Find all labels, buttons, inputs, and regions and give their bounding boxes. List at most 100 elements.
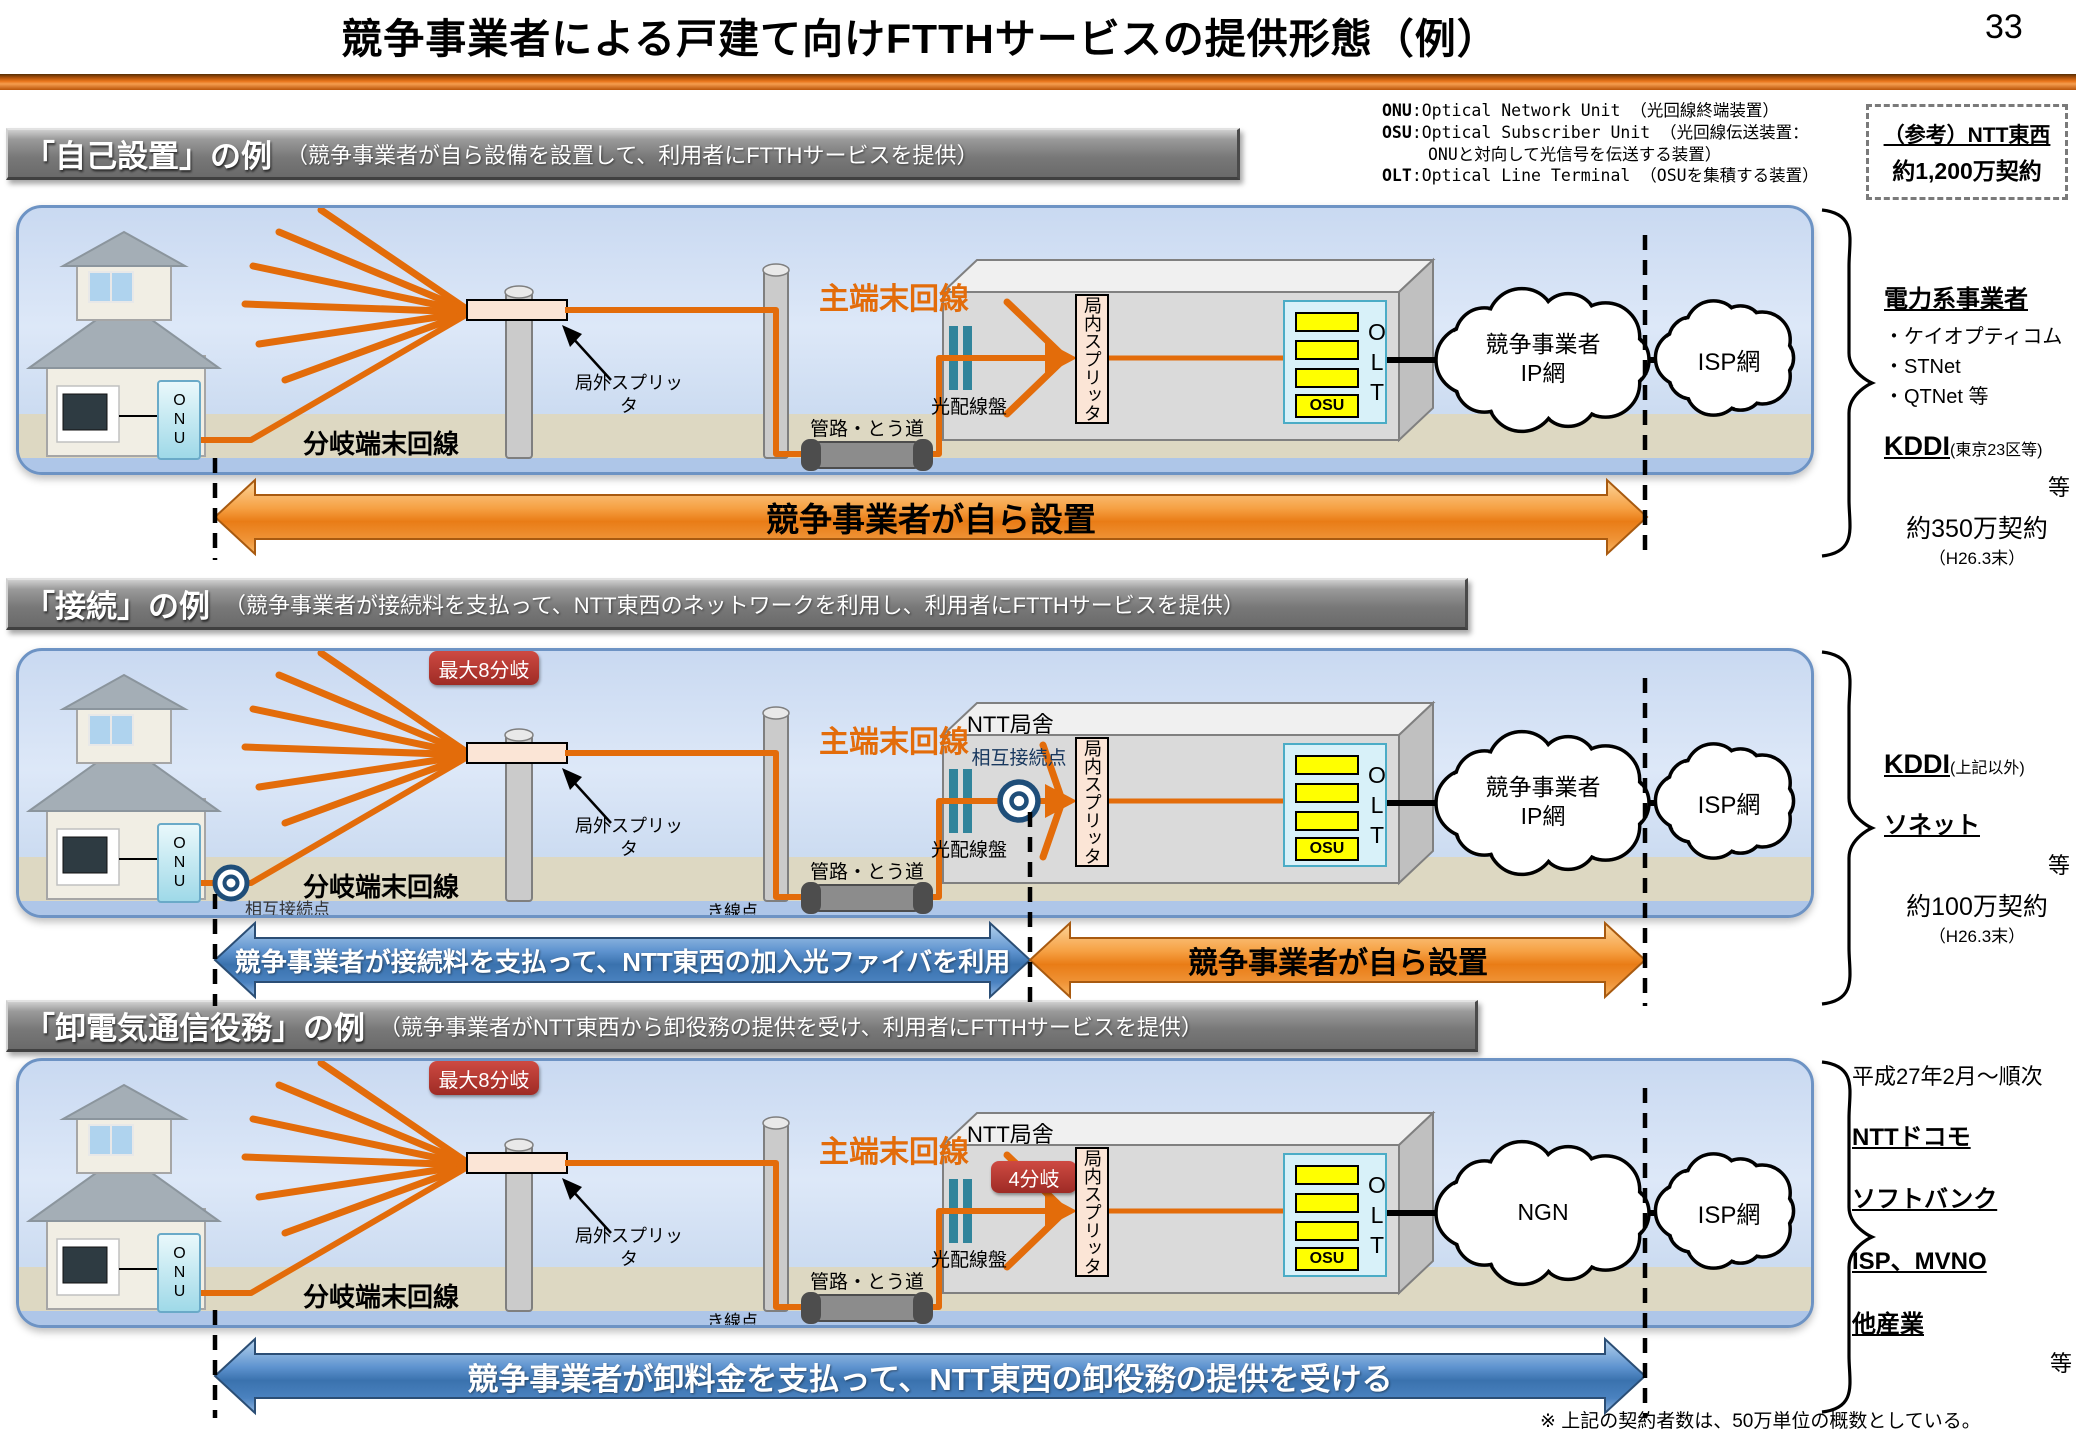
kddi-note: (上記以外) [1950,760,2025,777]
kddi-label: KDDI [1884,749,1950,779]
arrow-label-self-install: 競争事業者が自ら設置 [766,501,1096,538]
kddi-label: KDDI [1884,431,1950,462]
diagram-panel-interconnection: ONU 最大8分岐 分岐端末回線 局外スプリッタ 主端末回線 管路・とう道 光配… [16,648,1814,918]
onu-label: ONU [171,834,188,892]
onu-label: ONU [171,1244,188,1302]
osu-unit: OSU [1295,837,1359,861]
wholesale-item: NTTドコモ [1852,1123,1971,1151]
conduit-label: 管路・とう道 [809,419,924,440]
carrier-item: ・ケイオプティコム [1884,326,2063,349]
reference-title: （参考）NTT東西 [1883,123,2051,147]
etc-label: 等 [2047,474,2070,500]
contract-total: 約350万契約 [1906,514,2048,543]
section-title: 「卸電気通信役務」の例 [24,1011,365,1046]
feeder-point-label: き線点 [707,902,758,918]
olt-box: OSU OLT [1283,300,1390,424]
side-annotation-self-install: 電力系事業者 ・ケイオプティコム ・STNet ・QTNet 等 KDDI(東京… [1884,284,2070,571]
osu-slot [1295,312,1359,332]
outdoor-splitter-label: 局外スプリッタ [575,373,683,416]
indoor-splitter-label: 局内スプリッタ [1082,296,1102,422]
optical-distribution-frame-label: 光配線盤 [930,1250,1007,1271]
page-title: 競争事業者による戸建て向けFTTHサービスの提供形態（例） [341,16,1499,62]
max-8-split-badge: 最大8分岐 [429,651,539,685]
side-annotation-interconnection: KDDI(上記以外) ソネット 等 約100万契約 （H26.3末） [1884,746,2070,949]
section-subtitle: （競争事業者が接続料を支払って、NTT東西のネットワークを利用し、利用者にFTT… [224,592,1245,618]
osu-slot [1295,783,1359,803]
cloud1-line2: IP網 [1520,360,1566,386]
olt-box: OSU OLT [1283,1153,1390,1277]
ntt-building-label: NTT局舎 [967,1122,1054,1147]
osu-slot [1295,1165,1359,1185]
osu-slot [1295,340,1359,360]
carrier-item: ・QTNet 等 [1884,386,1989,409]
feeder-point-label: き線点 [707,1312,758,1328]
section-title: 「自己設置」の例 [24,139,272,174]
abbreviation-legend: ONU:Optical Network Unit （光回線終端装置） OSU:O… [1382,100,1867,187]
panel-artwork [19,1061,1811,1325]
arrow-label-interconnection-fiber: 競争事業者が接続料を支払って、NTT東西の加入光ファイバを利用 [234,946,1011,977]
indoor-splitter-box: 局内スプリッタ [1075,737,1109,867]
legend-key: OLT [1382,166,1412,186]
indoor-splitter-label: 局内スプリッタ [1082,739,1102,865]
reference-value: 約1,200万契約 [1892,157,2042,184]
optical-distribution-frame-label: 光配線盤 [930,840,1007,861]
onu-box: ONU [157,823,201,903]
branch-terminal-line-label: 分岐端末回線 [303,429,460,459]
outdoor-splitter-label: 局外スプリッタ [575,1226,683,1269]
isp-network-cloud-label: ISP網 [1697,792,1761,819]
wholesale-item: ISP、MVNO [1852,1248,1987,1276]
olt-label-wrap: OLT [1363,757,1390,857]
arrow-label-interconnection-own: 競争事業者が自ら設置 [1188,947,1488,980]
branch-terminal-line-label: 分岐端末回線 [303,1282,460,1312]
interconnect-point-house-label: 相互接続点 [245,900,330,918]
main-terminal-line-label: 主端末回線 [819,1136,969,1169]
contract-total-note: （H26.3末） [1928,549,2026,569]
main-terminal-line-label: 主端末回線 [819,726,969,759]
schedule-label: 平成27年2月～順次 [1852,1064,2043,1089]
legend-text: ONUと対向して光信号を伝送する装置） [1428,144,1722,164]
carrier-item: ・STNet [1884,356,1961,379]
legend-text: :Optical Line Terminal （OSUを集積する装置） [1411,166,1819,186]
section-subtitle: （競争事業者が自ら設備を設置して、利用者にFTTHサービスを提供） [286,142,979,168]
cloud1-line2: IP網 [1520,803,1566,829]
olt-label-wrap: OLT [1363,1167,1390,1267]
olt-label: OLT [1364,1172,1390,1262]
conduit-label: 管路・とう道 [809,1272,924,1293]
conduit-label: 管路・とう道 [809,862,924,883]
carrier-network-cloud-label: NGN [1443,1177,1643,1247]
carrier-network-cloud-label: 競争事業者 IP網 [1443,767,1643,837]
cloud1-line1: 競争事業者 [1485,331,1601,358]
wholesale-item: ソフトバンク [1852,1186,1998,1214]
etc-label: 等 [2047,852,2070,878]
section-header-self-install: 「自己設置」の例 （競争事業者が自ら設備を設置して、利用者にFTTHサービスを提… [6,128,1240,180]
cloud1-line1: 競争事業者 [1485,774,1601,801]
indoor-splitter-box: 局内スプリッタ [1075,1147,1109,1277]
osu-slot [1295,755,1359,775]
section-title: 「接続」の例 [24,589,210,624]
indoor-splitter-label: 局内スプリッタ [1082,1149,1102,1275]
section-subtitle: （競争事業者がNTT東西から卸役務の提供を受け、利用者にFTTHサービスを提供） [379,1014,1203,1040]
footnote: ※ 上記の契約者数は、50万単位の概数としている。 [1540,1411,1981,1432]
osu-unit: OSU [1295,1247,1359,1271]
onu-label: ONU [171,391,188,449]
ntt-east-west-reference-box: （参考）NTT東西 約1,200万契約 [1866,104,2068,200]
arrow-label-wholesale: 競争事業者が卸料金を支払って、NTT東西の卸役務の提供を受ける [467,1361,1393,1397]
osu-unit: OSU [1295,394,1359,418]
legend-key: ONU [1382,101,1412,120]
onu-box: ONU [157,1233,201,1313]
osu-slot [1295,1193,1359,1213]
olt-label-wrap: OLT [1363,314,1390,414]
olt-box: OSU OLT [1283,743,1390,867]
section-header-wholesale: 「卸電気通信役務」の例 （競争事業者がNTT東西から卸役務の提供を受け、利用者に… [6,1000,1478,1052]
olt-label: OLT [1364,319,1390,409]
legend-text: :Optical Network Unit （光回線終端装置） [1411,101,1779,120]
interconnect-point-office-label: 相互接続点 [971,748,1067,769]
osu-slot [1295,811,1359,831]
main-terminal-line-label: 主端末回線 [819,283,969,316]
diagram-panel-self-install: ONU 分岐端末回線 局外スプリッタ 主端末回線 管路・とう道 光配線盤 局内ス… [16,205,1814,475]
branch-terminal-line-label: 分岐端末回線 [303,872,460,902]
olt-label: OLT [1364,762,1390,852]
wholesale-item: 他産業 [1852,1310,1924,1338]
page-number: 33 [1985,8,2023,46]
contract-total-note: （H26.3末） [1928,927,2026,947]
